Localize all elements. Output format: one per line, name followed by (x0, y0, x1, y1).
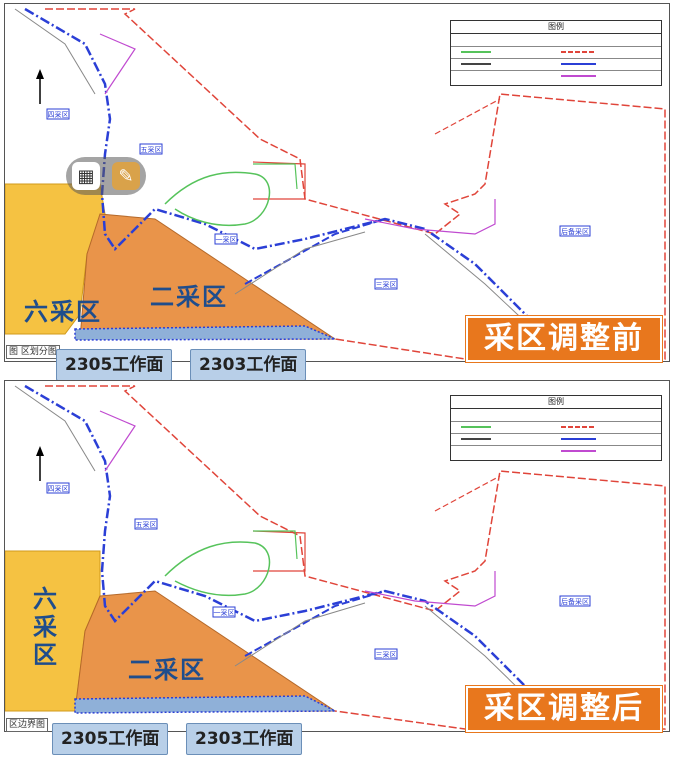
road-grey-3 (234, 231, 366, 295)
legend-row (451, 58, 661, 71)
zone-boundary-north (434, 98, 501, 135)
banner-after: 采区调整后 (466, 686, 662, 732)
legend-row (451, 433, 661, 446)
legend-swatches (461, 51, 596, 77)
purple-road-2 (364, 571, 496, 607)
purple-road (99, 33, 136, 95)
side-tag-before: 图 区划分图 (6, 345, 60, 359)
road-grey-3 (234, 602, 366, 667)
railway-line (24, 384, 566, 730)
map-zone-label: 一采区 (214, 608, 235, 617)
zone-boundary-north (434, 475, 501, 512)
legend-row (451, 409, 661, 422)
green-road (164, 171, 271, 227)
legend-title: 图例 (451, 396, 661, 409)
note-icon[interactable]: ✎ (112, 162, 140, 190)
north-arrow-icon (36, 69, 44, 104)
mine-boundary (45, 385, 666, 730)
map-zone-label: 四采区 (48, 110, 69, 119)
road-grey-1 (14, 385, 96, 472)
green-road (164, 541, 271, 597)
blue-dotted-strip (74, 325, 336, 341)
purple-road-2 (364, 199, 496, 235)
railway-branch (244, 218, 386, 285)
map-zone-label: 三采区 (376, 650, 397, 659)
legend-row (451, 421, 661, 434)
map-zone-label: 四采区 (48, 484, 69, 493)
side-tag-after: 区边界图 (6, 718, 49, 732)
map-zone-label: 一采区 (216, 235, 237, 244)
railway-branch (244, 590, 386, 657)
zone-two-label-after: 二采区 (128, 656, 206, 684)
road-grey-1 (14, 8, 96, 95)
face-label-2305-after: 2305工作面 (52, 723, 169, 755)
legend-before: 图例 (450, 20, 662, 86)
map-zone-label: 五采区 (141, 145, 162, 154)
legend-swatches (461, 426, 596, 452)
zone-box (252, 161, 306, 200)
north-arrow-icon (36, 446, 44, 481)
green-road-2 (253, 163, 298, 190)
zone-box (252, 530, 306, 572)
legend-row (451, 46, 661, 59)
legend-row (451, 34, 661, 47)
map-zone-label: 三采区 (376, 280, 397, 289)
legend-after: 图例 (450, 395, 662, 461)
floating-toolbar[interactable]: ▦ ✎ (66, 157, 146, 195)
purple-road (99, 410, 136, 472)
mine-boundary (45, 8, 666, 360)
zone-six-label-after: 六采区 (33, 585, 57, 669)
qr-code-icon[interactable]: ▦ (72, 162, 100, 190)
legend-grid (451, 409, 661, 460)
map-zone-label: 五采区 (136, 520, 157, 529)
legend-title: 图例 (451, 21, 661, 34)
face-label-2303-before: 2303工作面 (190, 349, 307, 381)
face-label-2303-after: 2303工作面 (186, 723, 303, 755)
zone-six-label-before: 六采区 (24, 298, 102, 326)
legend-grid (451, 34, 661, 85)
blue-dotted-strip (74, 695, 336, 714)
map-zone-label: 后备采区 (561, 597, 589, 606)
zone-two-label-before: 二采区 (150, 283, 228, 311)
face-label-2305-before: 2305工作面 (56, 349, 173, 381)
green-road-2 (253, 530, 298, 560)
map-zone-label: 后备采区 (561, 227, 589, 236)
banner-before: 采区调整前 (466, 316, 662, 362)
